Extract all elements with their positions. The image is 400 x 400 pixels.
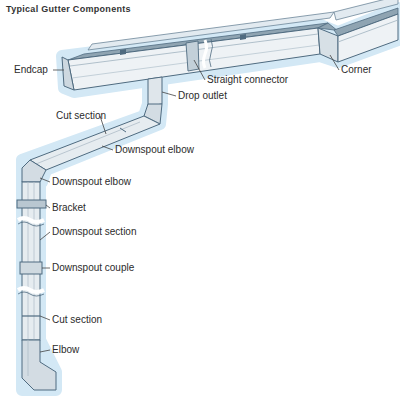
cut-line (22, 315, 40, 316)
hanger (240, 34, 246, 40)
leader-line (330, 55, 339, 70)
break-mark (18, 288, 44, 292)
bracket-strap (17, 200, 46, 208)
gutter-front (68, 28, 320, 90)
part-label: Drop outlet (178, 90, 227, 102)
diagram-title: Typical Gutter Components (6, 4, 131, 15)
leader-line (40, 316, 50, 320)
halo (22, 8, 398, 390)
part-label: Downspout elbow (115, 144, 194, 156)
downspout-halo (22, 77, 162, 390)
leader-line (102, 146, 113, 150)
leader-line (40, 232, 50, 240)
diagonal-section (30, 116, 160, 170)
drop-outlet-shape (148, 77, 162, 106)
rib-line (28, 340, 29, 376)
part-label: Cut section (52, 314, 102, 326)
part-label: Downspout section (52, 226, 137, 238)
part-label: Corner (341, 64, 372, 76)
leader-line (162, 92, 176, 96)
leader-line (40, 178, 50, 182)
break-mark (204, 40, 207, 68)
gutter-front (338, 14, 398, 62)
leader-line (194, 60, 205, 80)
leader-lines (40, 55, 339, 352)
connector-band (186, 41, 199, 71)
part-label: Straight connector (207, 74, 288, 86)
part-label: Bracket (52, 202, 86, 214)
gutter-groove (338, 20, 398, 42)
gutter-halo (62, 8, 398, 92)
leader-line (46, 205, 50, 208)
break-mark (210, 39, 213, 67)
couple-sleeve (20, 262, 42, 274)
break-mark (18, 222, 44, 226)
part-label: Downspout couple (52, 262, 134, 274)
elbow-shape (22, 340, 56, 390)
leader-line (42, 268, 50, 269)
rib-line (36, 122, 140, 164)
leader-line (40, 350, 50, 352)
part-label: Elbow (52, 344, 79, 356)
part-label: Downspout elbow (52, 176, 131, 188)
crimp-line (120, 128, 126, 132)
part-label: Cut section (56, 110, 106, 122)
break-mark (18, 218, 44, 222)
endcap-shape (62, 57, 74, 90)
hanger (120, 49, 126, 55)
leader-line (53, 70, 64, 71)
part-label: Endcap (14, 64, 48, 76)
break-mark (18, 292, 44, 296)
corner-piece (318, 28, 338, 62)
